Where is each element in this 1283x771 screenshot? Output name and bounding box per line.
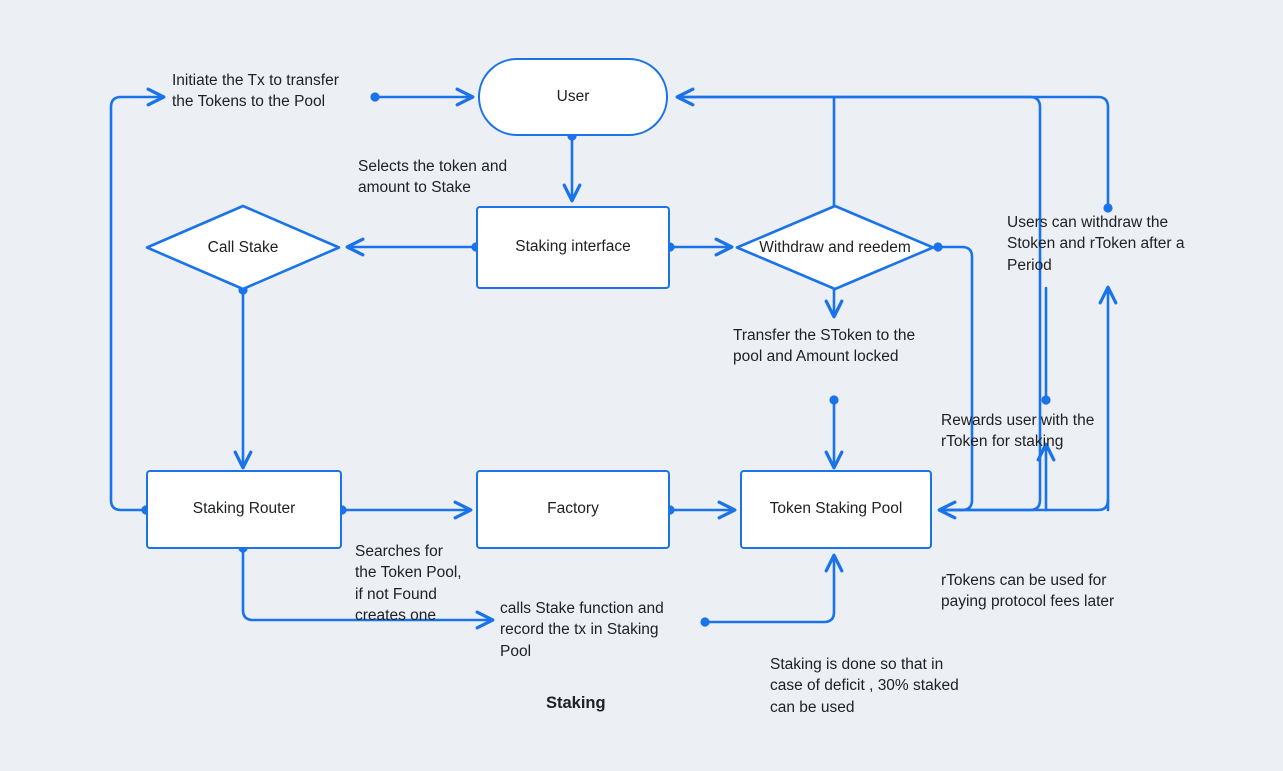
node-staking-router-label: Staking Router [192,500,296,518]
node-call-stake[interactable]: Call Stake [145,204,341,291]
wire-dot [1041,395,1051,405]
node-staking-interface[interactable]: Staking interface [476,206,670,289]
wire-dot [370,92,380,102]
annotation-rtokens-protocol-fees: rTokens can be used for paying protocol … [941,572,1115,611]
wire-pool-right-lane [938,498,1110,512]
node-user[interactable]: User [478,58,668,136]
annotation-users-can-withdraw: Users can withdraw the Stoken and rToken… [1007,214,1185,274]
node-staking-router[interactable]: Staking Router [146,470,342,549]
node-user-label: User [556,87,590,105]
node-token-staking-pool[interactable]: Token Staking Pool [740,470,932,549]
node-withdraw-redeem[interactable]: Withdraw and reedem [735,204,935,291]
wire-withdraw-to-pool [936,245,974,510]
node-token-staking-pool-label: Token Staking Pool [769,500,903,518]
node-factory-label: Factory [547,500,599,518]
node-staking-interface-label: Staking interface [515,238,631,256]
wire-router-to-initiate-tx [109,97,163,512]
diagram-title: Staking [546,694,606,712]
wire-user-to-withdraw-note [676,95,1110,210]
node-factory[interactable]: Factory [476,470,670,549]
wire-dot [829,395,839,405]
annotation-searches-for-pool: Searches for the Token Pool, if not Foun… [355,543,462,625]
annotation-staking-deficit: Staking is done so that in case of defic… [770,656,959,716]
annotation-selects-token: Selects the token and amount to Stake [358,158,508,197]
annotation-initiate-tx: Initiate the Tx to transfer the Tokens t… [172,72,339,111]
annotation-calls-stake-function: calls Stake function and record the tx i… [500,600,664,660]
annotation-transfer-stoken: Transfer the SToken to the pool and Amou… [733,327,916,366]
wire-dot [700,617,710,627]
wire-callstake-label-to-pool [703,556,834,624]
annotation-rewards-user: Rewards user with the rToken for staking [941,412,1095,451]
